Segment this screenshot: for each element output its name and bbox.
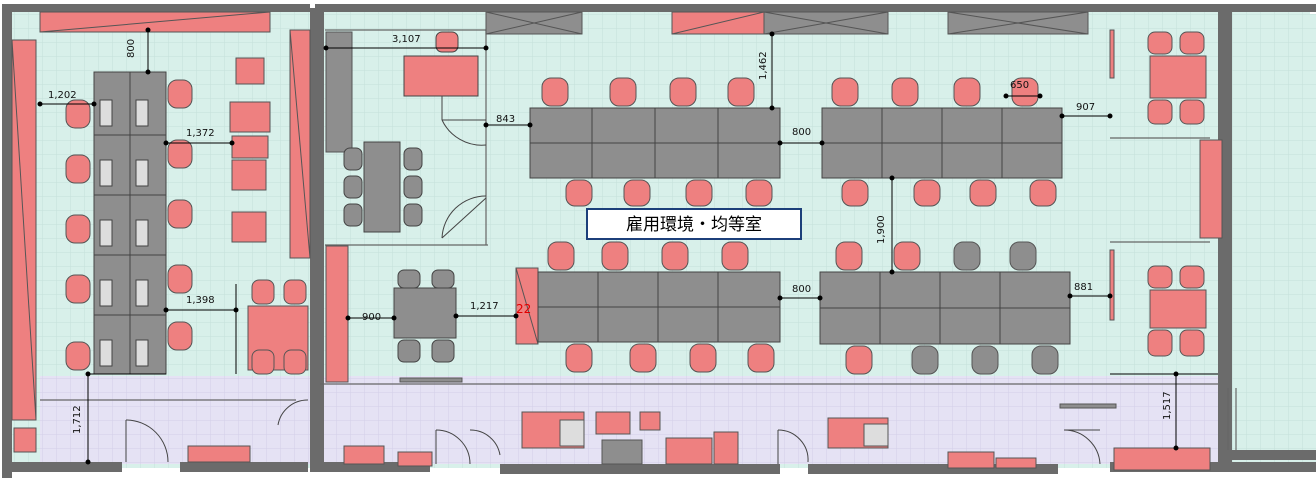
left-small-furniture bbox=[13, 57, 309, 463]
desk-island-lower-right bbox=[819, 271, 1071, 345]
desk-island-upper-right bbox=[821, 107, 1063, 179]
dim-800-left: 800 bbox=[126, 39, 137, 58]
dim-881: 881 bbox=[1074, 282, 1093, 293]
top-storage bbox=[39, 11, 1089, 35]
doors bbox=[125, 78, 1101, 465]
dimension-lines bbox=[37, 27, 1218, 465]
walls bbox=[2, 4, 1316, 478]
desk-island-lower-left bbox=[537, 271, 781, 343]
dim-1372: 1,372 bbox=[186, 128, 215, 139]
seat-number: 22 bbox=[516, 302, 531, 316]
corridor-equipment bbox=[343, 377, 1211, 471]
chairs-upper-left bbox=[541, 77, 773, 207]
meeting-table-room bbox=[343, 31, 479, 363]
dim-1202: 1,202 bbox=[48, 90, 77, 101]
left-chairs bbox=[65, 79, 193, 371]
dim-1217: 1,217 bbox=[470, 301, 499, 312]
dim-907: 907 bbox=[1076, 102, 1095, 113]
dim-1712: 1,712 bbox=[72, 405, 83, 434]
dim-1398: 1,398 bbox=[186, 295, 215, 306]
chairs-upper-right bbox=[831, 77, 1057, 207]
dim-800-mid-top: 800 bbox=[792, 127, 811, 138]
dim-650: 650 bbox=[1010, 80, 1029, 91]
chairs-lower-left bbox=[547, 241, 775, 373]
dim-1462: 1,462 bbox=[758, 51, 769, 80]
room-label-box bbox=[586, 208, 802, 240]
right-small-tables bbox=[1147, 31, 1207, 357]
dim-843: 843 bbox=[496, 114, 515, 125]
dim-900: 900 bbox=[362, 312, 381, 323]
dim-800-mid-bottom: 800 bbox=[792, 284, 811, 295]
left-desk-island bbox=[93, 71, 167, 375]
left-storage bbox=[11, 29, 1223, 421]
dim-3107: 3,107 bbox=[392, 34, 421, 45]
desk-island-upper-left bbox=[529, 107, 781, 179]
dim-1517: 1,517 bbox=[1162, 391, 1173, 420]
chairs-lower-right bbox=[835, 241, 1059, 375]
room-label: 雇用環境・均等室 bbox=[626, 215, 762, 235]
dim-1900: 1,900 bbox=[876, 215, 887, 244]
